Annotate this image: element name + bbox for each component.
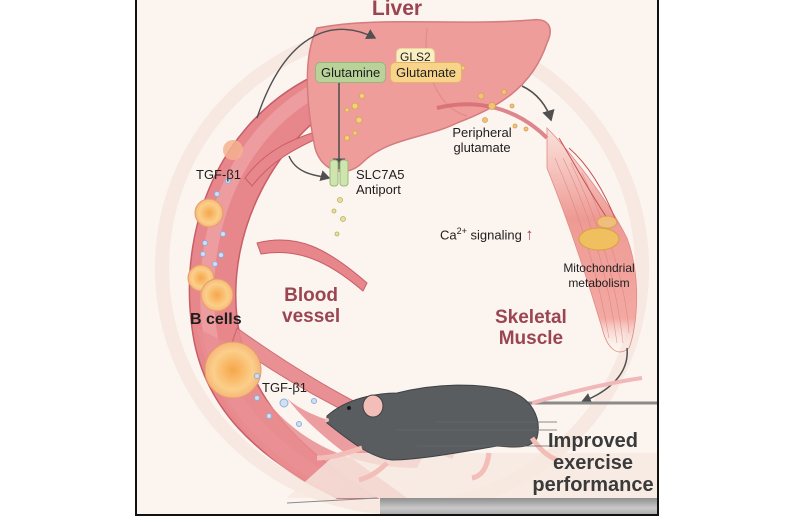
skeletal-muscle-line2: Muscle bbox=[498, 328, 564, 349]
b-cell bbox=[194, 198, 224, 228]
slc7a5-label: SLC7A5 bbox=[356, 167, 405, 182]
figure-frame: Liver GLS2 Glutamine Glutamate TGF-β1 SL… bbox=[135, 0, 659, 516]
b-cell bbox=[223, 140, 243, 160]
mouse-eye bbox=[347, 406, 351, 410]
ca-superscript: 2+ bbox=[456, 226, 467, 236]
skeletal-muscle bbox=[546, 127, 638, 353]
tgf-beta1-label-upper: TGF-β1 bbox=[196, 167, 242, 182]
improved-exercise-performance-label: Improved exercise performance bbox=[527, 430, 657, 496]
ca-suffix: signaling bbox=[466, 227, 522, 243]
blood-vessel-line2: vessel bbox=[282, 306, 341, 327]
skeletal-muscle-line1: Skeletal bbox=[495, 307, 567, 328]
slc7a5-transporter bbox=[329, 159, 349, 187]
liver bbox=[306, 18, 551, 173]
outcome-line3: performance bbox=[532, 474, 654, 496]
muscle-to-mouse-arrow bbox=[580, 347, 628, 405]
tgf-particles bbox=[200, 178, 317, 427]
mouse bbox=[316, 376, 643, 483]
glutamine-particles bbox=[331, 197, 346, 237]
tgf-to-gls2-arrow bbox=[256, 28, 377, 119]
diagram-artwork bbox=[155, 18, 657, 514]
glutamate-release-arrow bbox=[521, 85, 555, 122]
mito-line2: metabolism bbox=[568, 276, 630, 290]
liver-label: Liver bbox=[371, 0, 423, 20]
peripheral-glutamate-label: Peripheral glutamate bbox=[437, 125, 527, 155]
tgf-to-slc7a5-arrow bbox=[288, 155, 331, 182]
glutamate-label: Glutamate bbox=[390, 62, 462, 83]
b-cell bbox=[200, 278, 234, 312]
mouse-nose bbox=[325, 418, 329, 422]
b-cells bbox=[187, 140, 262, 399]
mouse-tail bbox=[531, 376, 643, 405]
blood-vessel-label: Blood vessel bbox=[282, 285, 340, 327]
glutamine-label: Glutamine bbox=[315, 62, 387, 83]
ca-signaling-label: Ca2+ signaling ↑ bbox=[440, 224, 534, 244]
outcome-line2: exercise bbox=[552, 452, 634, 474]
mouse-ear bbox=[362, 394, 384, 418]
ca-prefix: Ca bbox=[440, 227, 457, 243]
outcome-line1: Improved bbox=[547, 430, 639, 452]
blood-vessel-line1: Blood bbox=[284, 285, 338, 306]
peripheral-line1: Peripheral bbox=[452, 125, 512, 140]
skeletal-muscle-label: Skeletal Muscle bbox=[495, 307, 567, 349]
b-cell bbox=[204, 341, 262, 399]
mitochondrial-metabolism-label: Mitochondrial metabolism bbox=[549, 261, 649, 291]
mito-line1: Mitochondrial bbox=[563, 261, 635, 275]
b-cells-label: B cells bbox=[190, 311, 242, 328]
peripheral-line2: glutamate bbox=[453, 140, 511, 155]
tgf-beta1-label-lower: TGF-β1 bbox=[262, 380, 308, 395]
increase-arrow-icon: ↑ bbox=[525, 226, 534, 244]
antiport-label: Antiport bbox=[356, 182, 401, 197]
mitochondria-icon bbox=[578, 227, 620, 251]
peripheral-glutamate-particles bbox=[477, 89, 529, 132]
